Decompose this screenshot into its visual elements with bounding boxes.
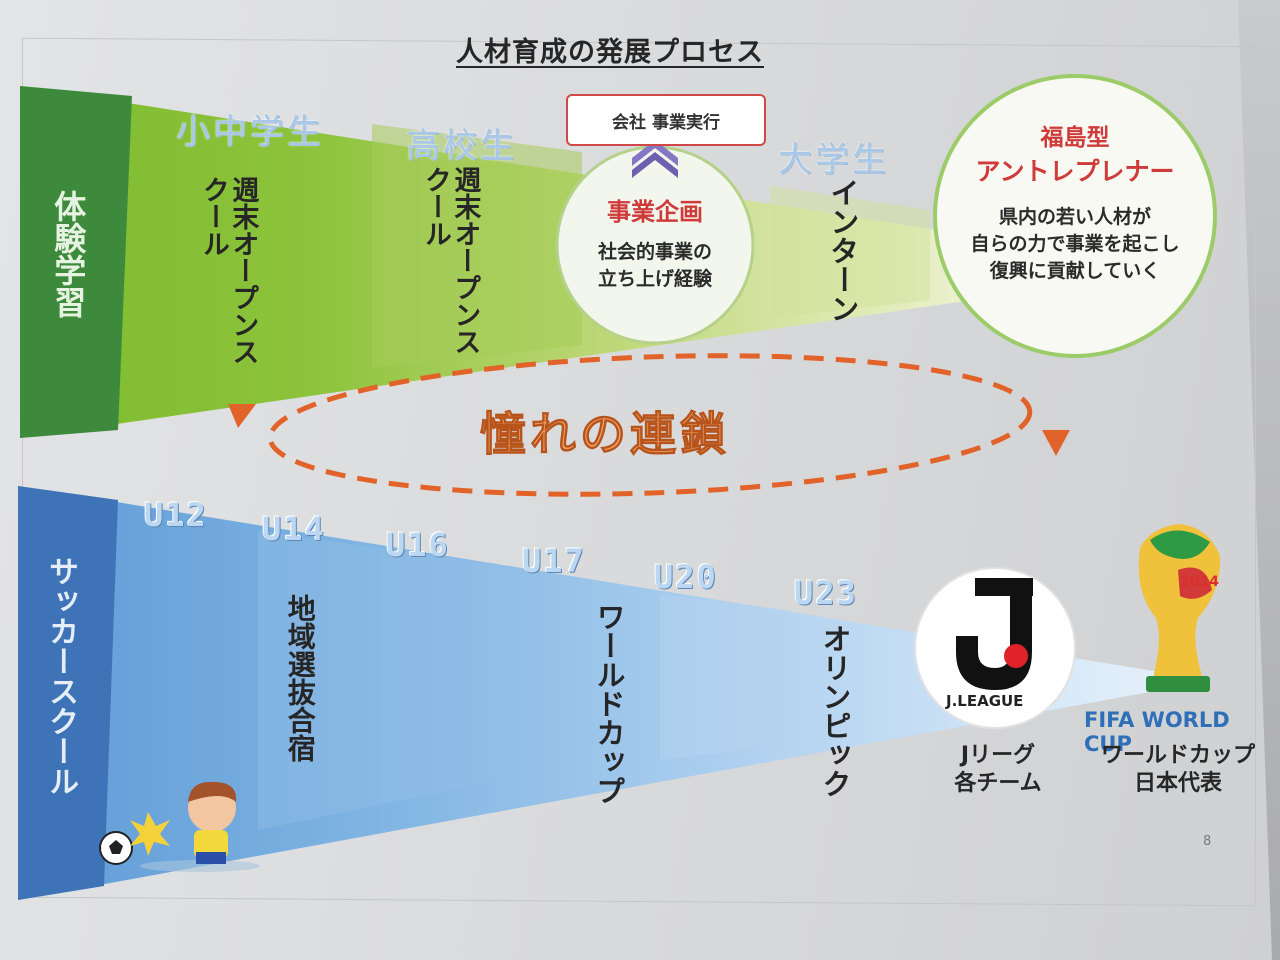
worldcup-caption-line2: 日本代表 bbox=[1133, 770, 1222, 796]
jleague-caption: Jリーグ 各チーム bbox=[928, 742, 1068, 797]
highschool-program: 週末オープンスクール bbox=[419, 166, 481, 355]
planning-heading: 事業企画 bbox=[607, 198, 703, 226]
top-side-label: 体験学習 bbox=[49, 190, 88, 318]
planning-circle-text: 事業企画 社会的事業の 立ち上げ経験 bbox=[560, 192, 750, 291]
worldcup-trophy bbox=[1138, 524, 1221, 690]
up-arrow-1 bbox=[632, 152, 678, 178]
olympic: オリンピック bbox=[817, 624, 852, 798]
company-execution-box: 会社 事業実行 bbox=[566, 94, 766, 146]
jleague-caption-line1: Jリーグ bbox=[960, 743, 1036, 768]
chain-ellipse bbox=[267, 353, 1033, 497]
bottom-side-label: サッカースクール bbox=[43, 556, 78, 796]
age-u14: U14 bbox=[262, 510, 326, 548]
stage-highschool: 高校生 bbox=[406, 126, 517, 166]
chain-arrow-right bbox=[1042, 430, 1070, 456]
bottom-column-4 bbox=[660, 594, 790, 760]
bottom-wedge bbox=[18, 486, 1160, 900]
chain-arrow-left bbox=[228, 404, 256, 428]
kid-hair bbox=[188, 781, 237, 802]
goal-circle bbox=[933, 74, 1217, 358]
kick-spark bbox=[130, 812, 170, 856]
kid-shirt bbox=[194, 830, 228, 858]
worldcup-trophy-base bbox=[1146, 676, 1210, 692]
worldcup-caption: ワールドカップ 日本代表 bbox=[1088, 742, 1268, 797]
stage-university: 大学生 bbox=[778, 140, 889, 180]
chain-label: 憧れの連鎖 bbox=[480, 407, 730, 462]
worldcup-trophy-red bbox=[1178, 567, 1212, 599]
jleague-logo-ball bbox=[1004, 644, 1028, 668]
age-u20: U20 bbox=[654, 558, 718, 596]
elementary-program: 週末オープンスクール bbox=[197, 176, 259, 365]
goal-line3: 復興に貢献していく bbox=[989, 260, 1161, 282]
planning-line1: 社会的事業の bbox=[597, 241, 712, 263]
stage-elementary: 小中学生 bbox=[176, 112, 324, 152]
diagram-title: 人材育成の発展プロセス bbox=[456, 37, 764, 68]
worldcup-logo-year: 2014 bbox=[1180, 574, 1219, 590]
worldcup-caption-line1: ワールドカップ bbox=[1100, 743, 1255, 768]
worldcup-logo-text: FIFA WORLD CUP bbox=[1084, 708, 1230, 756]
bottom-column-2 bbox=[258, 530, 498, 830]
kid-shadow bbox=[140, 860, 260, 872]
top-side-bar bbox=[20, 86, 132, 438]
bottom-side-bar bbox=[18, 486, 118, 900]
age-u12: U12 bbox=[144, 496, 208, 534]
goal-circle-text: 福島型 アントレプレナー 県内の若い人材が 自らの力で事業を起こし 復興に貢献し… bbox=[940, 118, 1210, 283]
goal-line1: 県内の若い人材が bbox=[998, 206, 1151, 228]
worldcup-trophy-green bbox=[1150, 530, 1210, 559]
planning-line2: 立ち上げ経験 bbox=[597, 268, 712, 290]
worldcup-youth: ワールドカップ bbox=[591, 602, 626, 805]
age-u17: U17 bbox=[522, 542, 586, 580]
page-number: 8 bbox=[1203, 834, 1212, 849]
jleague-logo-circle bbox=[914, 567, 1076, 729]
goal-heading-line2: アントレプレナー bbox=[975, 157, 1175, 186]
soccer-ball-patch bbox=[109, 840, 123, 854]
university-program: インターン bbox=[825, 178, 860, 323]
jleague-logo-text: J.LEAGUE bbox=[946, 692, 1024, 710]
top-column-2 bbox=[372, 124, 582, 368]
kid-shorts bbox=[196, 852, 226, 864]
age-u23: U23 bbox=[794, 574, 858, 612]
age-u16: U16 bbox=[386, 526, 450, 564]
top-column-4 bbox=[770, 186, 930, 318]
goal-line2: 自らの力で事業を起こし bbox=[970, 233, 1180, 255]
jleague-caption-line2: 各チーム bbox=[954, 770, 1042, 796]
goal-heading-line1: 福島型 bbox=[1040, 125, 1110, 151]
regional-camp: 地域選抜合宿 bbox=[283, 594, 317, 762]
